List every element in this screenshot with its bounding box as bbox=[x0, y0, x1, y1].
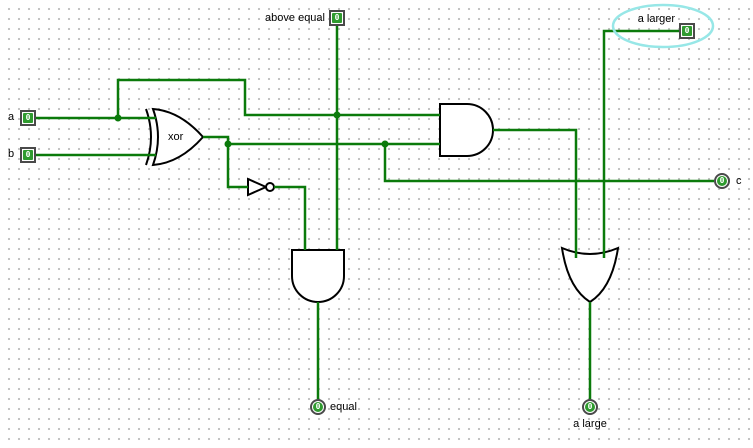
wire-xor-out-to-and-upper[interactable] bbox=[203, 135, 440, 146]
pin-a[interactable]: 0 bbox=[20, 110, 36, 126]
pin-a-larger-value: 0 bbox=[682, 26, 692, 36]
wire-a-branch-to-and-upper[interactable] bbox=[116, 78, 440, 118]
wire-junction[interactable] bbox=[114, 114, 122, 122]
pin-above-equal-value: 0 bbox=[332, 13, 342, 23]
pin-a-large-value: 0 bbox=[585, 402, 595, 412]
selection-highlight-ellipse bbox=[611, 3, 715, 49]
wire-junction[interactable] bbox=[381, 140, 389, 148]
pin-c[interactable]: 0 bbox=[714, 173, 730, 189]
pin-b-label: b bbox=[8, 148, 15, 160]
pin-a-large-label: a large bbox=[573, 418, 607, 430]
pin-a-larger-label: a larger bbox=[637, 13, 675, 25]
wire-xor-out-to-not[interactable] bbox=[226, 144, 248, 189]
inverter-bubble-icon bbox=[265, 182, 275, 192]
pin-equal[interactable]: 0 bbox=[310, 399, 326, 415]
pin-a-large[interactable]: 0 bbox=[582, 399, 598, 415]
pin-above-equal[interactable]: 0 bbox=[329, 10, 345, 26]
xor-gate[interactable] bbox=[145, 107, 205, 167]
wire-and-upper-out-to-or[interactable] bbox=[493, 128, 578, 258]
pin-equal-label: equal bbox=[330, 401, 357, 413]
pin-a-label: a bbox=[8, 111, 15, 123]
pin-b[interactable]: 0 bbox=[20, 147, 36, 163]
pin-a-larger[interactable]: 0 bbox=[679, 23, 695, 39]
not-gate[interactable] bbox=[247, 177, 275, 197]
xor-gate-label: xor bbox=[168, 131, 184, 143]
pin-above-equal-label: above equal bbox=[265, 12, 325, 24]
wire-junction[interactable] bbox=[333, 111, 341, 119]
pin-b-value: 0 bbox=[23, 150, 33, 160]
or-gate[interactable] bbox=[560, 246, 620, 304]
pin-a-value: 0 bbox=[23, 113, 33, 123]
wire-junction[interactable] bbox=[224, 140, 232, 148]
pin-equal-value: 0 bbox=[313, 402, 323, 412]
wire-xor-out-to-c[interactable] bbox=[383, 144, 714, 183]
pin-c-label: c bbox=[736, 175, 742, 187]
and-gate-lower[interactable] bbox=[291, 249, 345, 303]
wire-a-larger-to-or[interactable] bbox=[602, 29, 679, 258]
and-gate-upper[interactable] bbox=[439, 103, 494, 157]
wire-not-out-to-and-lower[interactable] bbox=[274, 185, 307, 250]
pin-c-value: 0 bbox=[717, 176, 727, 186]
